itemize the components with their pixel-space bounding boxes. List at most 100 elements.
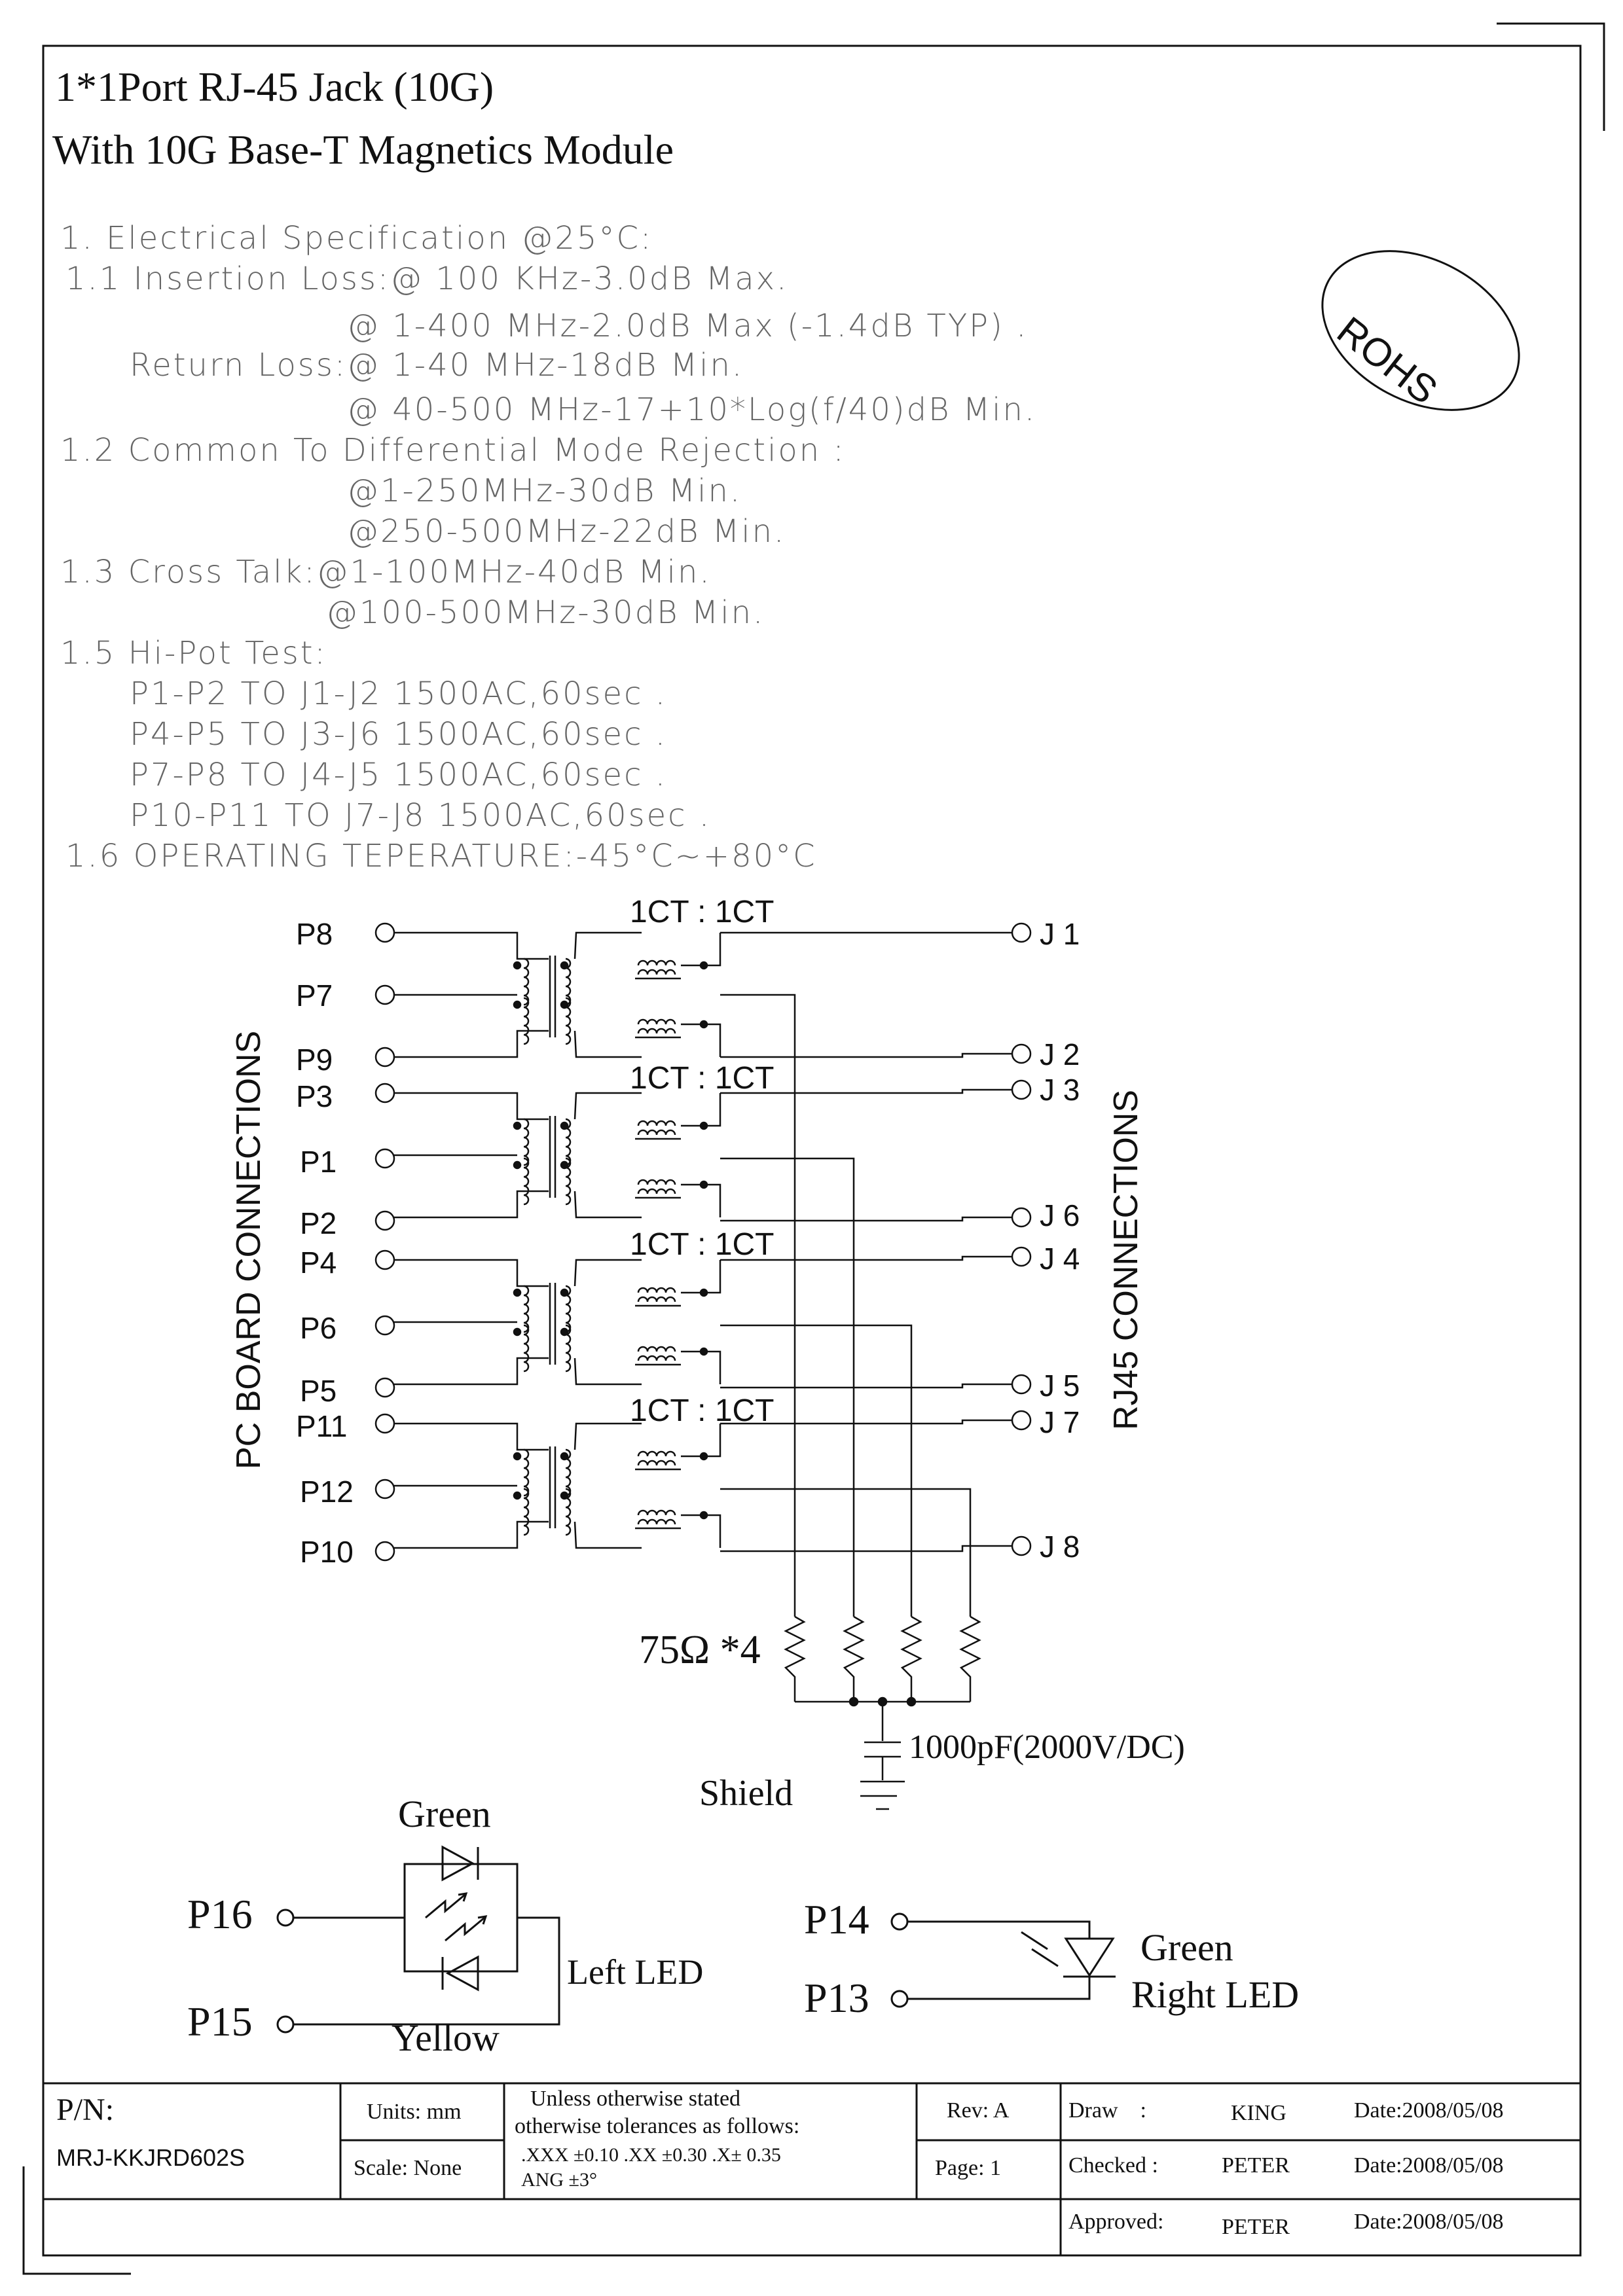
choke-coil — [637, 1450, 676, 1457]
spec-line: P1-P2 TO J1-J2 1500AC,60sec . — [130, 675, 667, 712]
pc-board-connections-label: PC BOARD CONNECTIONS — [230, 1030, 268, 1469]
tolerance-line-4: ANG ±3° — [521, 2169, 597, 2191]
transformer-channel — [394, 1422, 721, 1549]
drawing-border — [42, 45, 1582, 2257]
pin-label-j7: J 7 — [1040, 1405, 1080, 1439]
wire — [574, 1521, 642, 1549]
transformer-ratio-label: 1CT : 1CT — [630, 1393, 775, 1428]
led-yellow-label: Yellow — [392, 2017, 500, 2059]
rj45-pin-terminal — [1011, 922, 1032, 943]
led-pair-frame — [403, 1863, 519, 1973]
rj45-pin-terminal — [1011, 1079, 1032, 1100]
spec-line: Return Loss:@ 1-40 MHz-18dB Min. — [130, 347, 744, 384]
spec-line: @100-500MHz-30dB Min. — [326, 594, 765, 631]
primary-coil — [523, 1324, 530, 1372]
wire — [681, 1350, 721, 1384]
pc-pin-terminal — [374, 1413, 395, 1434]
wire — [394, 1030, 549, 1058]
wire — [681, 933, 721, 967]
shield-label: Shield — [699, 1773, 793, 1814]
center-tap-wire — [720, 1324, 913, 1617]
pin-label-p4: P4 — [300, 1246, 337, 1280]
units: Units: mm — [367, 2100, 462, 2124]
pin-label-j5: J 5 — [1040, 1369, 1080, 1403]
pin-label-p3: P3 — [296, 1079, 333, 1113]
wire — [293, 1916, 560, 2026]
wire — [394, 1190, 549, 1219]
wire — [394, 1422, 549, 1451]
choke-coil — [637, 1179, 676, 1185]
polarity-dot — [513, 1121, 522, 1130]
rj45-wire — [720, 1545, 1012, 1552]
choke-coil — [637, 1120, 676, 1126]
capacitor-label: 1000pF(2000V/DC) — [909, 1729, 1185, 1766]
wire — [681, 1260, 721, 1294]
wire — [681, 1023, 721, 1057]
choke-coil — [637, 960, 676, 966]
revision: Rev: A — [947, 2098, 1010, 2123]
pin-label-p2: P2 — [300, 1206, 337, 1240]
rj45-wire — [720, 1052, 1012, 1058]
rj45-pin-terminal — [1011, 1043, 1032, 1064]
secondary-coil — [565, 1285, 572, 1333]
primary-coil — [523, 958, 530, 1006]
pin-label-p13: P13 — [804, 1975, 869, 2021]
wire — [394, 1520, 549, 1549]
wire — [574, 1422, 642, 1450]
polarity-dot — [560, 1491, 569, 1500]
draw-name: KING — [1231, 2101, 1286, 2125]
junction-dot — [906, 1696, 917, 1707]
pc-pin-terminal — [374, 1541, 395, 1562]
pin-label-p8: P8 — [296, 917, 333, 951]
pc-pin-terminal — [374, 1047, 395, 1067]
led-pin-terminal — [890, 1990, 909, 2008]
corner-mark-bottom-left — [22, 2166, 131, 2275]
yellow-led-diode — [445, 1955, 479, 1992]
pin-label-p15: P15 — [187, 1998, 253, 2045]
pc-pin-terminal — [374, 1377, 395, 1398]
choke-coil — [637, 1296, 676, 1302]
choke-coil — [637, 969, 676, 975]
polarity-dot — [560, 1160, 569, 1170]
pc-pin-terminal — [374, 1315, 395, 1336]
secondary-coil — [565, 1118, 572, 1166]
wire — [394, 1092, 549, 1121]
rj45-pin-terminal — [1011, 1410, 1032, 1431]
polarity-dot — [560, 1452, 569, 1461]
led-schematic — [276, 1845, 1116, 2034]
pin-label-j1: J 1 — [1040, 917, 1080, 951]
wire — [394, 931, 549, 960]
pin-label-j6: J 6 — [1040, 1198, 1080, 1232]
resistor-75ohm — [900, 1615, 922, 1702]
spec-line: @250-500MHz-22dB Min. — [347, 513, 786, 550]
resistor-75ohm — [959, 1615, 981, 1702]
light-arrow — [1021, 1931, 1059, 1967]
left-led-label: Left LED — [567, 1952, 704, 1992]
primary-coil — [523, 1157, 530, 1206]
spec-line: P10-P11 TO J7-J8 1500AC,60sec . — [130, 797, 712, 834]
rj45-pin-terminal — [1011, 1207, 1032, 1228]
transformer-channel — [394, 1259, 721, 1386]
polarity-dot — [513, 1000, 522, 1009]
wire — [394, 1357, 549, 1386]
pin-label-p5: P5 — [300, 1374, 337, 1408]
spec-line: 1.5 Hi-Pot Test: — [60, 635, 327, 672]
wire — [394, 1259, 549, 1287]
spec-line: 1. Electrical Specification @25°C: — [60, 220, 653, 257]
secondary-coil — [565, 958, 572, 1006]
resistor-label: 75Ω *4 — [639, 1628, 761, 1672]
spec-line: 1.6 OPERATING TEPERATURE:-45°C~+80°C — [65, 838, 817, 874]
wire — [574, 1259, 642, 1287]
choke-coil — [637, 1355, 676, 1361]
pin-label-p14: P14 — [804, 1896, 869, 1943]
spec-line: 1.3 Cross Talk:@1-100MHz-40dB Min. — [60, 554, 712, 590]
spec-line: @ 1-400 MHz-2.0dB Max (-1.4dB TYP) . — [347, 308, 1029, 344]
spec-line: 1.2 Common To Differential Mode Rejectio… — [60, 432, 846, 469]
pin-label-j2: J 2 — [1040, 1037, 1080, 1071]
led-pin-terminal — [890, 1912, 909, 1931]
transformer-ratio-label: 1CT : 1CT — [630, 1227, 775, 1262]
primary-coil — [523, 1118, 530, 1166]
primary-coil — [523, 997, 530, 1045]
choke-coil — [637, 1028, 676, 1034]
polarity-dot — [560, 1288, 569, 1297]
